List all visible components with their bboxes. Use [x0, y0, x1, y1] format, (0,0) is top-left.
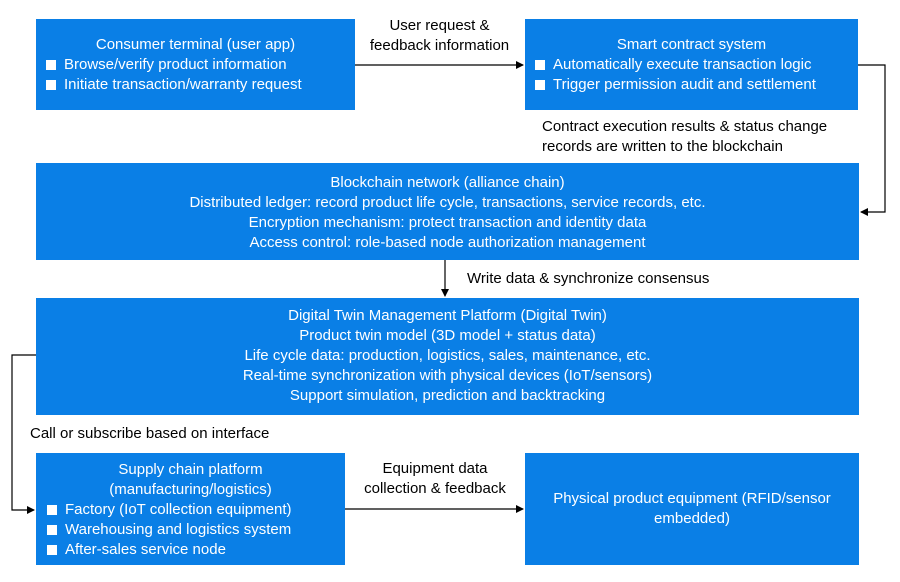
digital-twin-box: Digital Twin Management Platform (Digita…: [36, 298, 859, 415]
bullet-icon: [47, 525, 57, 535]
edge-label-contract-results: Contract execution results & status chan…: [542, 118, 828, 155]
list-item: Initiate transaction/warranty request: [46, 75, 355, 95]
list-item: Trigger permission audit and settlement: [535, 75, 858, 95]
physical-equipment-box: Physical product equipment (RFID/sensor …: [525, 453, 859, 565]
list-item: Warehousing and logistics system: [47, 520, 345, 540]
supply-chain-subtitle: (manufacturing/logistics): [109, 481, 272, 498]
digital-twin-line: Product twin model (3D model + status da…: [299, 327, 596, 344]
bullet-icon: [46, 60, 56, 70]
consumer-terminal-title: Consumer terminal (user app): [95, 36, 296, 53]
smart-contract-box: Smart contract system Automatically exec…: [525, 19, 858, 110]
blockchain-title: Blockchain network (alliance chain): [330, 174, 565, 191]
list-item: Automatically execute transaction logic: [535, 55, 858, 75]
bullet-icon: [535, 60, 545, 70]
list-item: Factory (IoT collection equipment): [47, 500, 345, 520]
physical-equipment-title: Physical product equipment (RFID/sensor: [553, 490, 831, 507]
physical-equipment-title-cont: embedded): [654, 510, 730, 527]
digital-twin-line: Real-time synchronization with physical …: [242, 367, 653, 384]
list-item: After-sales service node: [47, 540, 345, 560]
bullet-icon: [535, 80, 545, 90]
edge-label-write-data: Write data & synchronize consensus: [467, 270, 710, 287]
supply-chain-box: Supply chain platform (manufacturing/log…: [36, 453, 345, 565]
arrow-contract-to-blockchain: [858, 64, 886, 216]
blockchain-network-box: Blockchain network (alliance chain) Dist…: [36, 163, 859, 260]
edge-label-call-subscribe: Call or subscribe based on interface: [30, 425, 270, 442]
bullet-icon: [46, 80, 56, 90]
digital-twin-line: Support simulation, prediction and backt…: [289, 387, 606, 404]
edge-label-user-request: User request & feedback information: [369, 17, 510, 54]
smart-contract-title: Smart contract system: [616, 36, 767, 53]
edge-label-equipment: Equipment data collection & feedback: [364, 460, 506, 497]
digital-twin-title: Digital Twin Management Platform (Digita…: [288, 307, 607, 324]
list-item: Browse/verify product information: [46, 55, 355, 75]
blockchain-line: Distributed ledger: record product life …: [189, 194, 706, 211]
arrow-twin-to-supply-chain: [11, 354, 36, 514]
bullet-icon: [47, 545, 57, 555]
blockchain-line: Encryption mechanism: protect transactio…: [248, 214, 647, 231]
blockchain-line: Access control: role-based node authoriz…: [249, 234, 646, 251]
consumer-terminal-box: Consumer terminal (user app) Browse/veri…: [36, 19, 355, 110]
supply-chain-title: Supply chain platform: [118, 461, 263, 478]
bullet-icon: [47, 505, 57, 515]
digital-twin-line: Life cycle data: production, logistics, …: [244, 347, 651, 364]
